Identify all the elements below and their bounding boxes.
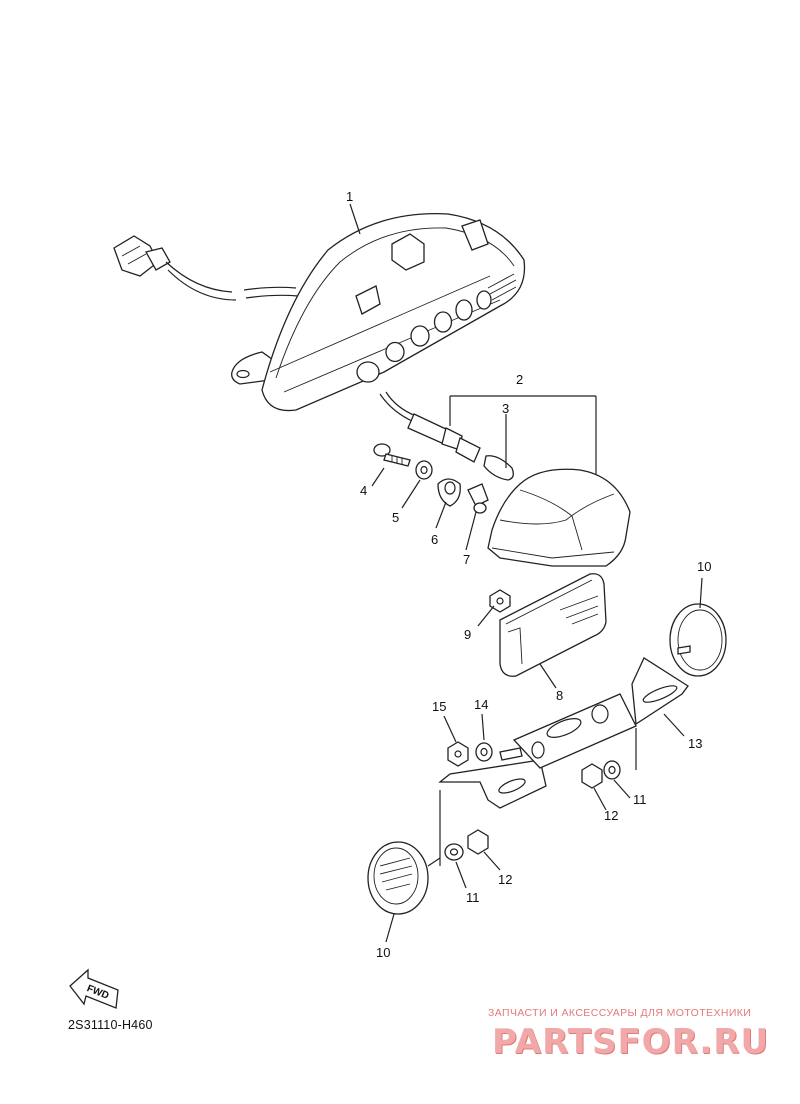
- callout-4: 4: [360, 483, 367, 498]
- nut-12-left: [467, 829, 489, 855]
- clip-nut-7: [467, 483, 489, 514]
- callout-11-left: 11: [466, 890, 480, 905]
- watermark-subtitle: ЗАПЧАСТИ И АКСЕССУАРЫ ДЛЯ МОТОТЕХНИКИ: [488, 1007, 752, 1019]
- callout-10-bottom: 10: [376, 945, 390, 960]
- turn-signal-10-right: [669, 603, 727, 677]
- callout-13: 13: [688, 736, 702, 751]
- callout-1: 1: [346, 189, 353, 204]
- callout-6: 6: [431, 532, 438, 547]
- plate-bracket-13: [438, 657, 689, 866]
- callout-12-right: 12: [604, 808, 618, 823]
- washer-11-left: [444, 843, 464, 861]
- drawing-code: 2S31110-H460: [68, 1018, 153, 1032]
- rear-reflector-8: [499, 573, 607, 677]
- callout-14: 14: [474, 697, 488, 712]
- screw-4: [373, 443, 411, 467]
- callout-2: 2: [516, 372, 523, 387]
- washer-5: [415, 460, 433, 480]
- bolt-14-shaft: [499, 747, 523, 761]
- callout-5: 5: [392, 510, 399, 525]
- watermark-logo: PARTSFOR.RU: [492, 1022, 770, 1062]
- washer-14: [475, 742, 493, 762]
- nut-15: [447, 741, 469, 767]
- washer-11-right: [603, 760, 621, 780]
- callout-10-top: 10: [697, 559, 711, 574]
- bulb: [483, 455, 514, 481]
- callout-12-left: 12: [498, 872, 512, 887]
- callout-15: 15: [432, 699, 446, 714]
- callout-3: 3: [502, 401, 509, 416]
- callout-9: 9: [464, 627, 471, 642]
- nut-9: [489, 589, 511, 613]
- fwd-arrow-icon: FWD: [69, 968, 119, 1009]
- callout-7: 7: [463, 552, 470, 567]
- nut-12-right: [581, 763, 603, 789]
- turn-signal-10-left: [367, 841, 441, 915]
- leader-lines: [349, 203, 703, 943]
- callout-labels: 1 2 3 4 5 6 7 8 9 10 10 11 11 12 12 13 1…: [346, 189, 711, 960]
- callout-11-right: 11: [633, 792, 647, 807]
- callout-8: 8: [556, 688, 563, 703]
- tail-lens-housing: [487, 468, 631, 567]
- bulb-socket: [407, 413, 481, 463]
- tail-light-assembly: [113, 212, 526, 423]
- grommet-6: [437, 478, 461, 507]
